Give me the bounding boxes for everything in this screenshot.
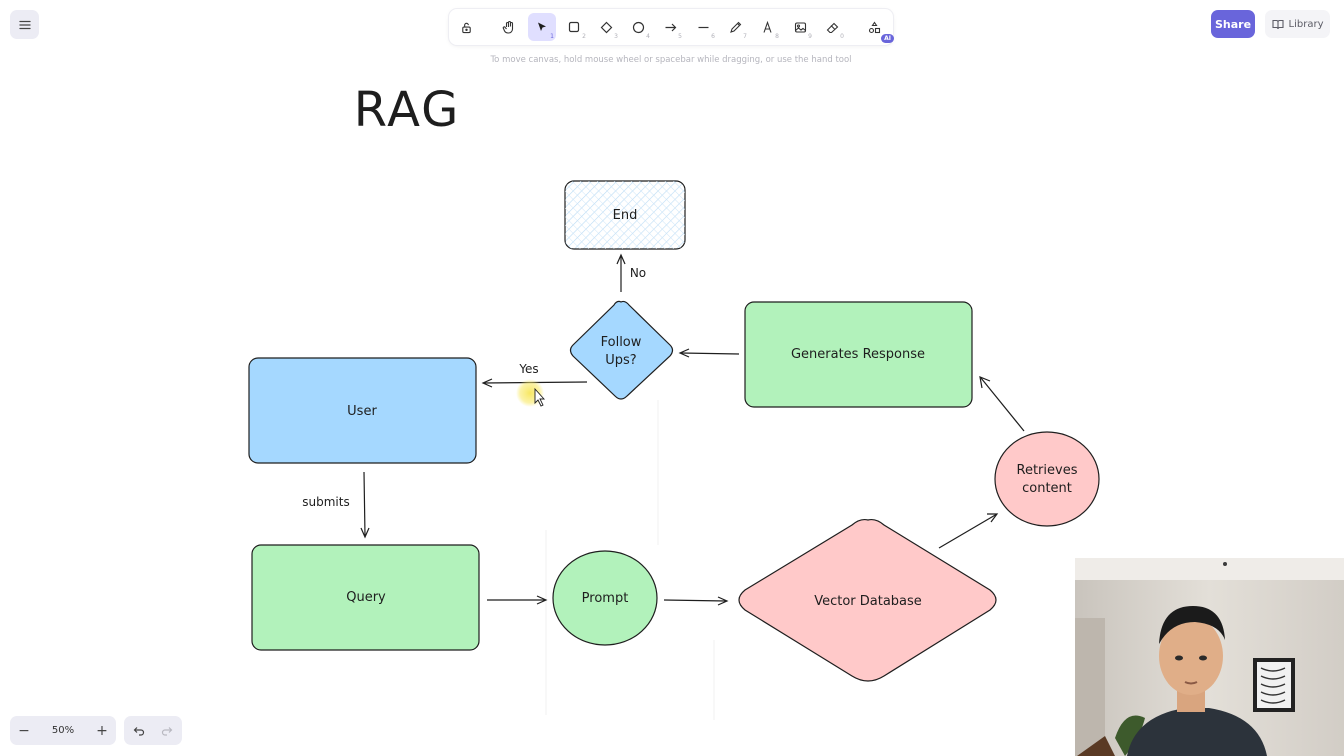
zoom-out-button[interactable]: − (18, 722, 30, 739)
tool-hand[interactable] (495, 13, 523, 41)
redo-button[interactable] (153, 716, 181, 745)
arrow-response-to-followups[interactable] (678, 348, 740, 358)
lock-icon (461, 22, 471, 33)
arrow-prompt-to-vectordb[interactable] (663, 596, 729, 606)
tool-diamond[interactable]: 3 (592, 13, 620, 41)
node-generates-response[interactable]: Generates Response (744, 301, 973, 408)
book-icon (1271, 19, 1284, 29)
tool-arrow[interactable]: 5 (656, 13, 684, 41)
node-follow-ups-line1: Follow (601, 335, 642, 350)
node-user-label: User (347, 404, 377, 419)
library-label: Library (1288, 18, 1324, 30)
shortcut-2: 2 (582, 33, 586, 40)
node-generates-response-label: Generates Response (791, 347, 925, 362)
zoom-level[interactable]: 50% (51, 725, 75, 736)
node-query[interactable]: Query (251, 544, 480, 651)
arrow-user-to-query[interactable] (360, 471, 370, 539)
node-user[interactable]: User (248, 357, 477, 464)
tool-draw[interactable]: 7 (721, 13, 749, 41)
rectangle-icon (568, 21, 580, 33)
ai-badge: AI (881, 34, 894, 43)
shapes-library-icon (868, 21, 880, 33)
arrow-followups-to-end[interactable] (616, 253, 626, 292)
shortcut-7: 7 (743, 33, 747, 40)
share-button[interactable]: Share (1211, 10, 1255, 38)
undo-icon (133, 726, 145, 736)
node-retrieves-content[interactable]: Retrieves content (994, 431, 1100, 527)
edge-label-no[interactable]: No (630, 266, 646, 280)
eraser-icon (826, 22, 838, 33)
hamburger-icon (18, 20, 31, 29)
zoom-in-button[interactable]: + (96, 722, 108, 739)
diamond-icon (600, 21, 612, 33)
pointer-icon (538, 22, 546, 31)
tool-rectangle[interactable]: 2 (560, 13, 588, 41)
tool-more[interactable]: AI (860, 13, 894, 43)
shortcut-8: 8 (775, 33, 779, 40)
tool-lock[interactable] (452, 13, 480, 41)
arrow-retrieves-to-response[interactable] (979, 376, 1025, 432)
node-follow-ups[interactable]: Follow Ups? (569, 300, 674, 400)
tool-line[interactable]: 6 (689, 13, 717, 41)
undo-redo-controls (124, 716, 182, 745)
canvas-title[interactable]: RAG (354, 82, 461, 138)
shortcut-9: 9 (808, 33, 812, 40)
zoom-controls: − 50% + (10, 716, 116, 745)
arrow-query-to-prompt[interactable] (487, 595, 548, 605)
node-vector-database-label: Vector Database (814, 594, 922, 609)
presenter-video (1075, 558, 1344, 756)
node-follow-ups-line2: Ups? (605, 353, 636, 368)
edge-label-submits[interactable]: submits (302, 495, 349, 509)
redo-icon (161, 726, 173, 736)
node-retrieves-line2: content (1022, 481, 1072, 496)
node-query-label: Query (346, 590, 386, 605)
node-retrieves-line1: Retrieves (1017, 463, 1078, 478)
node-end[interactable]: End (564, 180, 686, 250)
node-prompt-label: Prompt (582, 591, 629, 606)
node-end-label: End (613, 208, 638, 223)
shortcut-3: 3 (614, 33, 618, 40)
tool-selection[interactable]: 1 (528, 13, 556, 41)
edge-label-yes[interactable]: Yes (518, 362, 538, 376)
shapes-toolbar: 1 2 3 4 5 6 7 8 9 0 AI (449, 9, 894, 45)
shortcut-6: 6 (711, 33, 715, 40)
canvas-hint: To move canvas, hold mouse wheel or spac… (490, 55, 852, 65)
webcam-overlay (1075, 558, 1344, 756)
ellipse-icon (632, 21, 644, 33)
tool-text[interactable]: 8 (753, 13, 781, 41)
undo-button[interactable] (125, 716, 153, 745)
text-icon (762, 20, 772, 33)
pencil-icon (729, 21, 741, 33)
node-vector-database[interactable]: Vector Database (738, 518, 997, 682)
shortcut-5: 5 (678, 33, 682, 40)
shortcut-1: 1 (550, 33, 554, 40)
arrow-vectordb-to-retrieves[interactable] (938, 513, 999, 549)
tool-eraser[interactable]: 0 (818, 13, 846, 41)
line-icon (698, 26, 708, 28)
node-prompt[interactable]: Prompt (552, 550, 658, 646)
library-button[interactable]: Library (1265, 10, 1330, 38)
shortcut-0: 0 (840, 33, 844, 40)
shortcut-4: 4 (646, 33, 650, 40)
tool-image[interactable]: 9 (786, 13, 814, 41)
tool-ellipse[interactable]: 4 (624, 13, 652, 41)
main-menu-button[interactable] (10, 10, 39, 39)
arrow-icon (665, 23, 676, 31)
mouse-cursor (516, 379, 546, 407)
image-icon (794, 21, 806, 33)
guide-lines (545, 400, 715, 720)
hand-icon (502, 20, 514, 34)
